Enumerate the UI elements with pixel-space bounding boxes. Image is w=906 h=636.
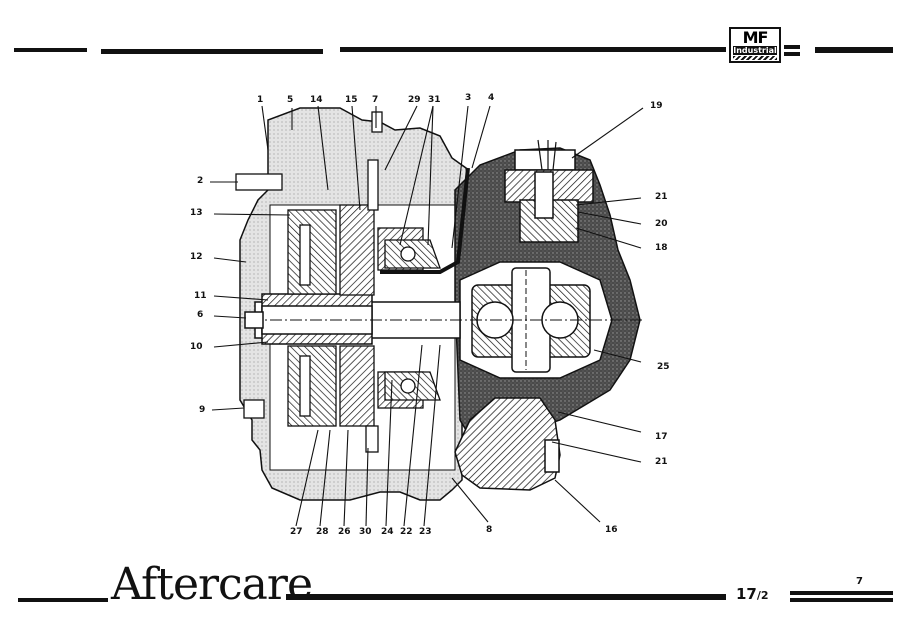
callout-6: 6 <box>197 310 204 320</box>
callout-4: 4 <box>488 93 495 103</box>
callout-26: 26 <box>338 527 351 537</box>
callout-17: 17 <box>655 432 668 442</box>
callout-20: 20 <box>655 219 668 229</box>
callout-29: 29 <box>408 95 421 105</box>
header-rule-right <box>340 47 726 52</box>
callout-24: 24 <box>381 527 394 537</box>
footer-rule-mid <box>286 594 726 600</box>
callout-3: 3 <box>465 93 472 103</box>
callout-8: 8 <box>486 525 493 535</box>
callout-11: 11 <box>194 291 207 301</box>
callout-5: 5 <box>287 95 294 105</box>
callout-31: 31 <box>428 95 441 105</box>
footer-rule-right-2 <box>790 598 893 602</box>
logo-mark: MF <box>742 28 769 47</box>
header-rule-mid <box>101 49 323 54</box>
callout-16: 16 <box>605 525 618 535</box>
callout-9: 9 <box>199 405 206 415</box>
callout-7: 7 <box>372 95 379 105</box>
callout-14: 14 <box>310 95 323 105</box>
callout-30: 30 <box>359 527 372 537</box>
callout-13: 13 <box>190 208 203 218</box>
page-minor: /2 <box>756 589 769 602</box>
callout-21-top: 21 <box>655 192 668 202</box>
leader-lines <box>210 105 644 527</box>
lower-gear-assembly <box>454 397 561 491</box>
bearings <box>384 239 441 401</box>
callout-28: 28 <box>316 527 329 537</box>
callout-12: 12 <box>190 252 203 262</box>
page-major: 17 <box>736 585 757 603</box>
logo-stripes <box>733 56 777 60</box>
callout-1: 1 <box>257 95 264 105</box>
header-rule-stub <box>784 52 800 56</box>
footer-rule-left <box>18 598 108 602</box>
callout-18: 18 <box>655 243 668 253</box>
callout-27: 27 <box>290 527 303 537</box>
callout-21-bottom: 21 <box>655 457 668 467</box>
header-rule-end <box>815 47 893 53</box>
header-rule-stub <box>784 45 800 49</box>
page-number: 17/2 <box>736 585 769 603</box>
sheet-number: 7 <box>856 576 863 587</box>
sender-unit <box>504 139 594 243</box>
callout-2: 2 <box>197 176 204 186</box>
logo-subtitle: Industrial <box>733 46 777 55</box>
section-title: Aftercare <box>111 559 313 610</box>
footer-rule-right <box>790 591 893 595</box>
header-rule-left <box>14 48 87 52</box>
drive-shaft <box>244 293 645 345</box>
callout-23: 23 <box>419 527 432 537</box>
seal-strip <box>380 167 470 274</box>
callout-15: 15 <box>345 95 358 105</box>
callout-25: 25 <box>657 362 670 372</box>
callout-10: 10 <box>190 342 203 352</box>
callout-19: 19 <box>650 101 663 111</box>
bolts <box>235 111 383 453</box>
callout-22: 22 <box>400 527 413 537</box>
mf-industrial-logo: MF Industrial <box>729 27 781 63</box>
